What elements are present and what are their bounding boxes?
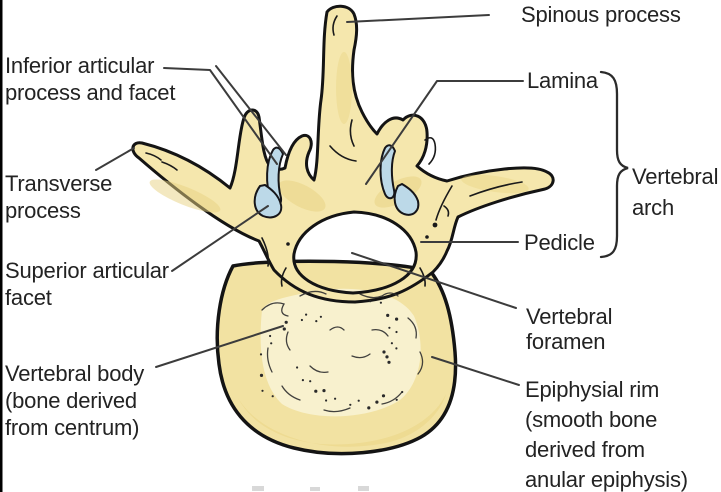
leader-inferior-articular	[163, 67, 278, 165]
leader-transverse-process	[95, 147, 135, 171]
label-inferior-articular-process: Inferior articular process and facet	[5, 53, 176, 105]
label-pedicle: Pedicle	[524, 230, 595, 255]
label-epiphysial-rim: Epiphysial rim (smooth bone derived from…	[525, 377, 688, 492]
label-vertebral-body: Vertebral body (bone derived from centru…	[5, 361, 145, 440]
leader-epiphysial-rim	[431, 356, 520, 386]
bone-detail-strokes	[145, 15, 523, 287]
bone-stipple-dots	[259, 300, 404, 410]
label-superior-articular-facet: Superior articular facet	[5, 258, 169, 310]
leader-inferior-articular-2	[215, 65, 287, 156]
label-vertebral-foramen: Vertebral foramen	[526, 304, 613, 354]
vertebral-arch-brace	[599, 70, 629, 259]
right-superior-facet	[393, 183, 420, 216]
leader-vertebral-foramen	[351, 252, 517, 309]
left-superior-facet	[253, 184, 283, 219]
vertebral-body-shape	[215, 259, 458, 456]
label-lamina: Lamina	[527, 68, 598, 93]
label-transverse-process: Transverse process	[5, 171, 113, 223]
leader-spinous-process	[346, 14, 490, 23]
leader-lamina	[365, 80, 524, 185]
epiphysial-rim-texture	[261, 290, 424, 413]
left-border-line	[0, 0, 3, 492]
leader-superior-articular-facet	[171, 205, 269, 272]
leader-lines	[95, 14, 524, 386]
label-vertebral-arch: Vertebral arch	[632, 164, 719, 220]
bone-shading	[149, 52, 529, 213]
leader-vertebral-body	[155, 325, 284, 368]
cropped-caption-marks	[252, 486, 369, 491]
vertebral-arch-shape	[131, 4, 555, 304]
label-spinous-process: Spinous process	[521, 2, 681, 27]
